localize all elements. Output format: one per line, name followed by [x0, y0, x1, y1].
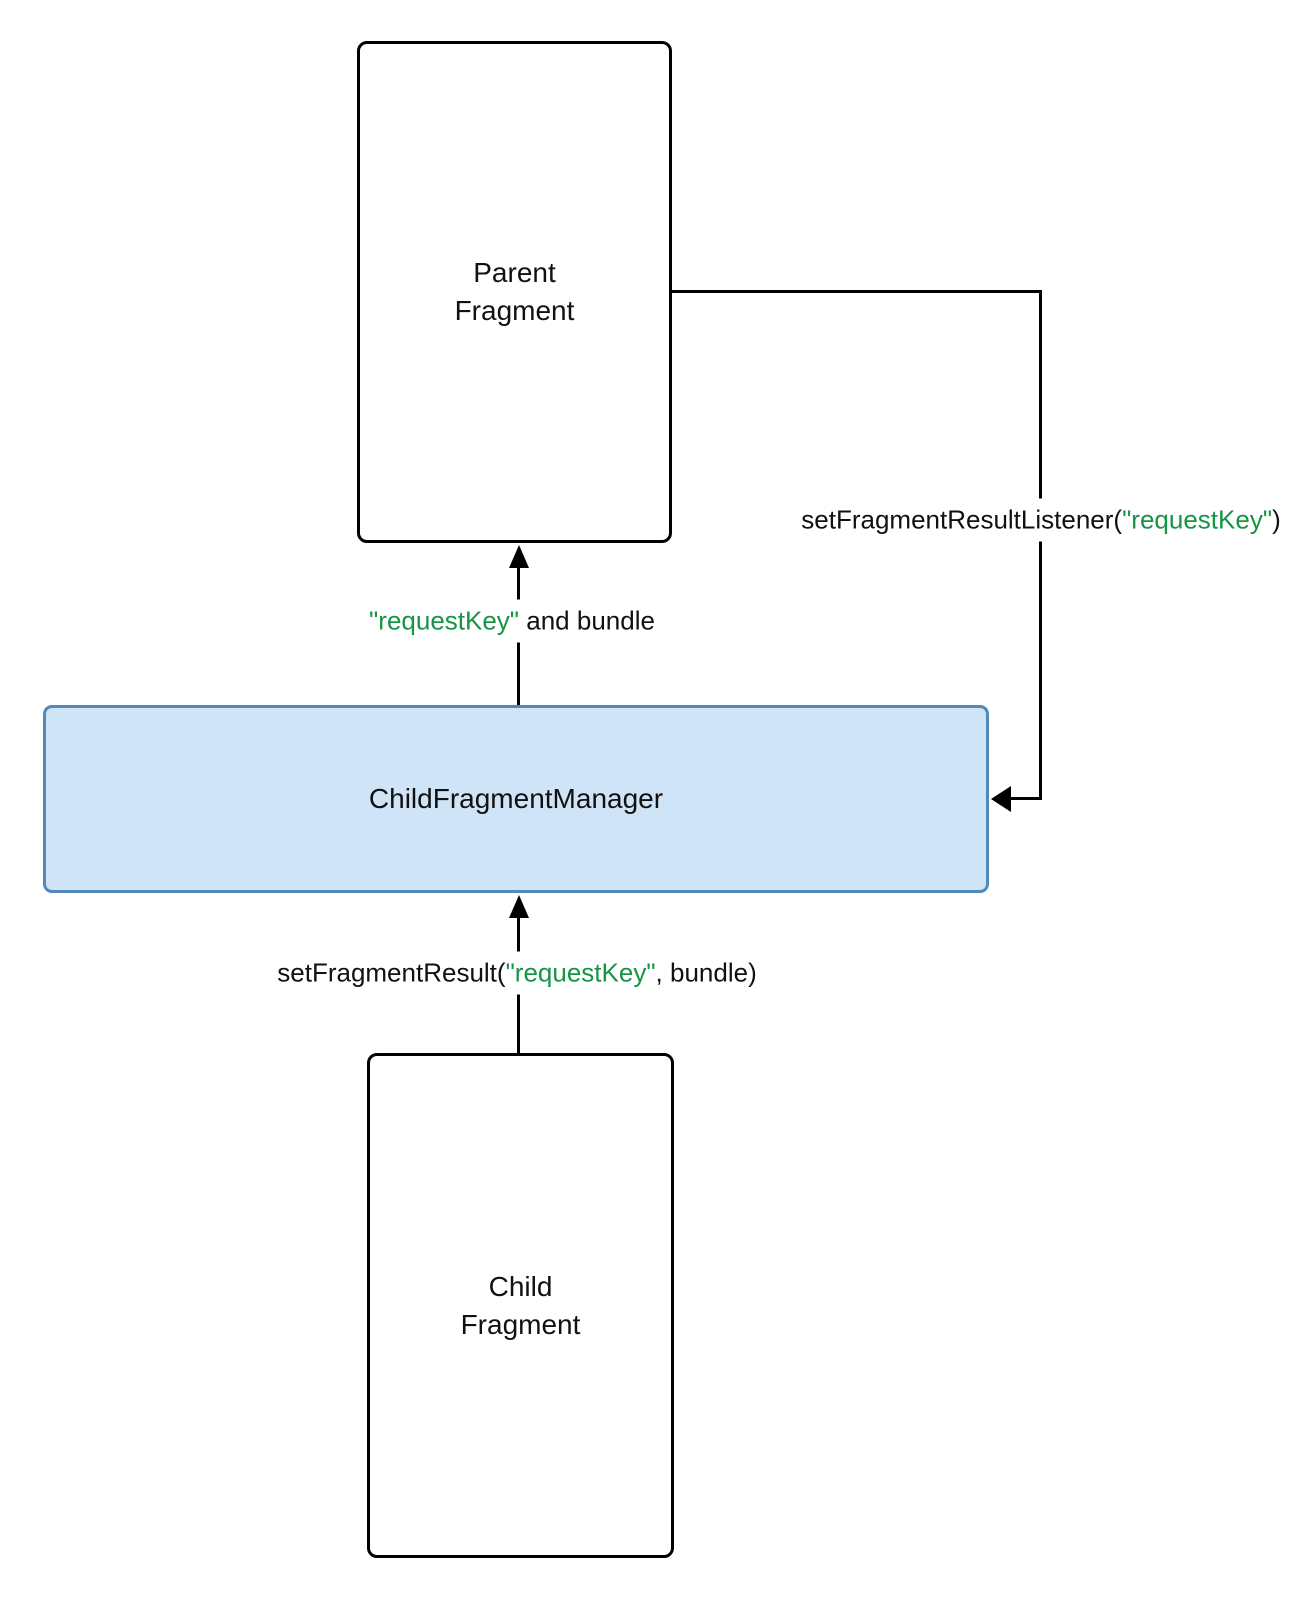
child-fragment-manager-label: ChildFragmentManager [368, 783, 664, 814]
listener-connector-vertical [1039, 290, 1042, 800]
node-child-fragment: Child Fragment [367, 1053, 674, 1558]
child-fragment-label-line1: Child [488, 1270, 553, 1302]
label-requestkey-and-bundle: "requestKey" and bundle [363, 599, 661, 643]
parent-fragment-label-line2: Fragment [454, 295, 575, 326]
arrow-manager-to-parent-arrowhead-icon [509, 545, 529, 568]
arrow-child-to-manager-arrowhead-icon [509, 895, 529, 918]
requestkey-literal: "requestKey" [1122, 504, 1273, 535]
node-child-fragment-manager: ChildFragmentManager [43, 705, 989, 893]
child-fragment-label-line2: Fragment [460, 1308, 581, 1340]
requestkey-literal: "requestKey" [369, 605, 520, 636]
parent-fragment-label-line1: Parent [473, 257, 556, 288]
and-bundle-text: and bundle [519, 605, 655, 636]
listener-connector-arrowhead-icon [991, 786, 1011, 812]
label-set-fragment-result: setFragmentResult("requestKey", bundle) [271, 951, 763, 995]
listener-suffix: ) [1272, 504, 1281, 535]
node-parent-fragment: Parent Fragment [357, 41, 672, 543]
listener-prefix: setFragmentResultListener( [801, 504, 1123, 535]
requestkey-literal: "requestKey" [505, 957, 656, 988]
listener-connector-horizontal-top [672, 290, 1042, 293]
set-fragment-result-prefix: setFragmentResult( [277, 957, 506, 988]
set-fragment-result-suffix: , bundle) [655, 957, 757, 988]
label-set-fragment-result-listener: setFragmentResultListener("requestKey") [795, 498, 1287, 542]
listener-connector-horizontal-bottom [1010, 797, 1042, 800]
